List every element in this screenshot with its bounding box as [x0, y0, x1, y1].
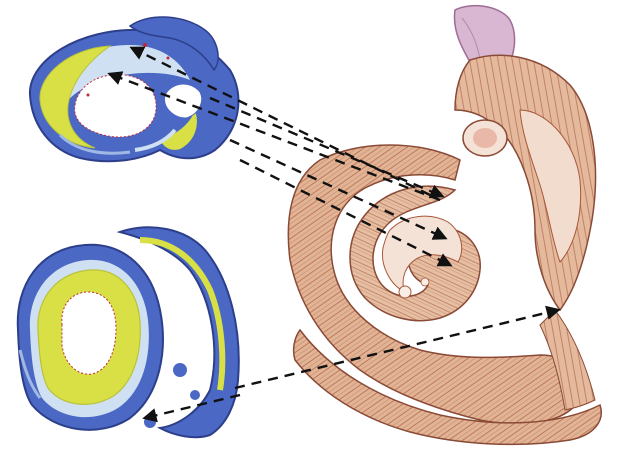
heart-short-axis-scan-icon: [30, 17, 238, 161]
unwound-myocardial-band-icon: [288, 6, 601, 445]
heart-long-axis-scan-icon: [18, 227, 239, 437]
